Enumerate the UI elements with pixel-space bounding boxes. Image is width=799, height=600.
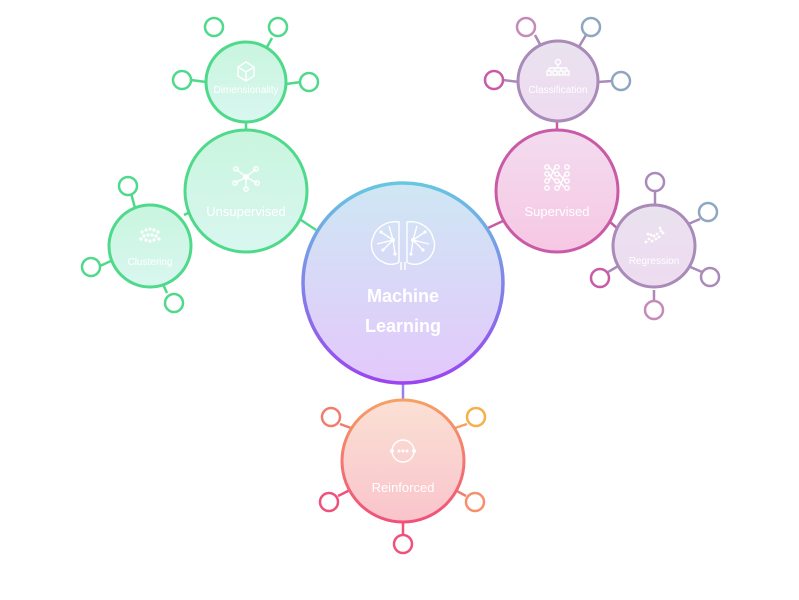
leaf-node (320, 406, 342, 428)
loop-icon (390, 439, 416, 463)
network-icon (232, 166, 260, 192)
center-title-line2: Learning (365, 316, 441, 336)
leaf-node (589, 267, 611, 289)
center-title-line1: Machine (367, 286, 439, 306)
dimensionality-node[interactable]: Dimensionality (204, 40, 288, 124)
leaf-nodes (80, 16, 721, 555)
leaf-node (392, 533, 414, 555)
machine-learning-node[interactable]: Machine Learning (301, 181, 505, 385)
leaf-node (318, 491, 340, 513)
clustering-node[interactable]: Clustering (107, 203, 193, 289)
leaf-node (644, 171, 666, 193)
leaf-node (267, 16, 289, 38)
leaf-node (80, 256, 102, 278)
regression-node[interactable]: Regression (611, 203, 697, 289)
leaf-node (643, 299, 665, 321)
reinforced-label: Reinforced (372, 480, 435, 495)
tree-icon (546, 58, 570, 76)
leaf-node (163, 292, 185, 314)
leaf-node (580, 16, 602, 38)
regression-label: Regression (629, 256, 680, 267)
leaf-node (610, 70, 632, 92)
supervised-node[interactable]: Supervised (494, 128, 620, 254)
scatter-icon (644, 226, 665, 244)
neural-net-icon (544, 164, 570, 191)
leaf-node (515, 16, 537, 38)
classification-label: Classification (529, 85, 588, 96)
leaf-node (117, 175, 139, 197)
leaf-node (171, 69, 193, 91)
leaf-node (203, 16, 225, 38)
supervised-label: Supervised (524, 204, 589, 219)
leaf-node (464, 491, 486, 513)
cluster-icon (139, 227, 161, 243)
leaf-node (483, 69, 505, 91)
leaf-node (298, 71, 320, 93)
leaf-node (697, 201, 719, 223)
unsupervised-label: Unsupervised (206, 204, 286, 219)
leaf-node (465, 406, 487, 428)
leaf-node (699, 266, 721, 288)
classification-node[interactable]: Classification (516, 39, 600, 123)
clustering-label: Clustering (127, 257, 172, 268)
brain-icon (370, 221, 436, 270)
dimensionality-label: Dimensionality (213, 85, 278, 96)
cube-icon (237, 61, 255, 82)
reinforced-node[interactable]: Reinforced (340, 398, 466, 524)
unsupervised-node[interactable]: Unsupervised (183, 128, 309, 254)
